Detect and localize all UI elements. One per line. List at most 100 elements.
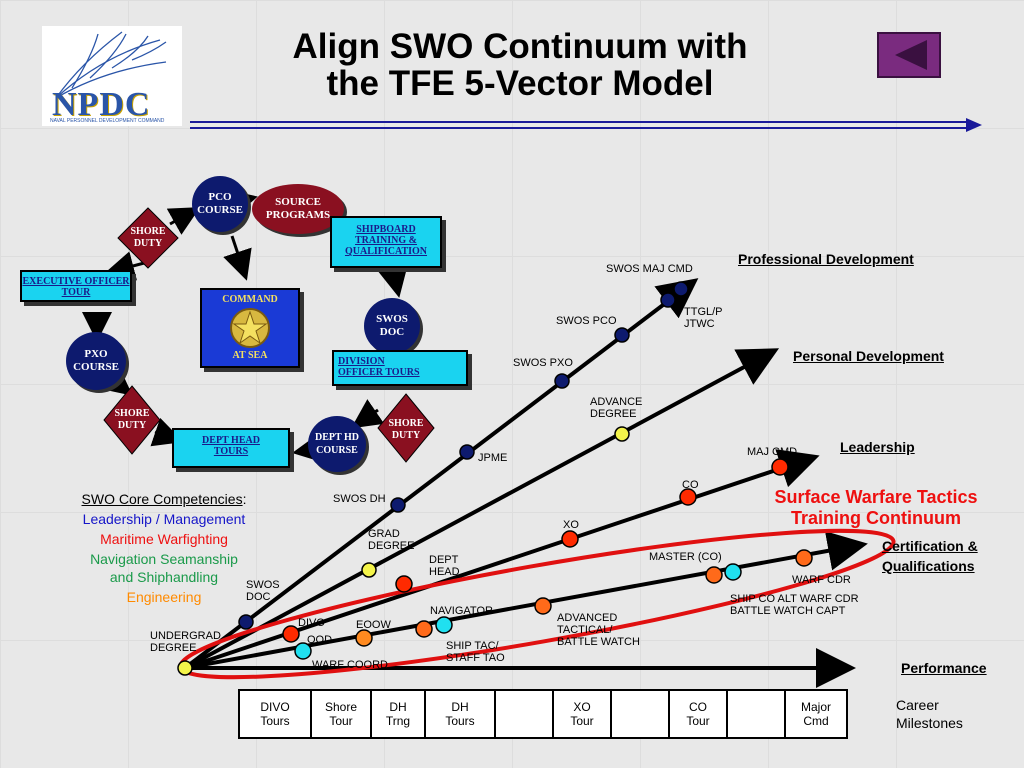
- dept-head-tours-box: DEPT HEAD TOURS: [172, 428, 290, 468]
- label-ttgl: TTGL/P JTWC: [684, 306, 723, 330]
- marker-co: [679, 488, 697, 506]
- label-ship-tac: SHIP TAC/ STAFF TAO: [446, 640, 505, 664]
- label-jpme: JPME: [478, 452, 508, 464]
- competency-leadership: Leadership / Management: [82, 511, 246, 527]
- marker-xo: [561, 530, 579, 548]
- label-divo: DIVO: [298, 617, 325, 629]
- career-milestones-line-1: Career: [896, 697, 939, 713]
- label-master-co: MASTER (CO): [649, 551, 722, 563]
- swos-doc-oval: SWOS DOC: [364, 298, 420, 354]
- milestone-cell: [494, 689, 554, 739]
- npdc-logo: NPDC NAVAL PERSONNEL DEVELOPMENT COMMAND: [42, 26, 182, 126]
- label-swos-pco: SWOS PCO: [556, 315, 617, 327]
- label-maj-cmd: MAJ CMD: [747, 446, 798, 458]
- label-warf-coord: WARF COORD: [312, 659, 388, 671]
- dept-hd-course-oval: DEPT HD COURSE: [308, 416, 366, 472]
- competency-navigation-1: Navigation Seamanship: [90, 551, 238, 567]
- marker-dept-head: [395, 575, 413, 593]
- back-button[interactable]: [877, 32, 941, 78]
- shore-duty-right-label: SHORE DUTY: [388, 418, 424, 441]
- marker-maj-cmd: [771, 458, 789, 476]
- swos-doc-label: SWOS DOC: [376, 313, 408, 338]
- label-xo: XO: [563, 519, 579, 531]
- certification-label-1: Certification &: [882, 538, 978, 554]
- marker-swos-pxo: [554, 373, 570, 389]
- source-programs-oval: SOURCE PROGRAMS: [252, 184, 344, 234]
- label-ship-co: SHIP CO ALT WARF CDR BATTLE WATCH CAPT: [730, 593, 859, 617]
- executive-officer-tour-box: EXECUTIVE OFFICER TOUR: [20, 270, 132, 302]
- marker-warf-coord: [415, 620, 433, 638]
- marker-divo: [282, 625, 300, 643]
- personal-development-label: Personal Development: [793, 348, 944, 364]
- label-undergrad: UNDERGRAD DEGREE: [150, 630, 221, 654]
- shore-duty-top-label: SHORE DUTY: [130, 226, 166, 249]
- logo-subtitle: NAVAL PERSONNEL DEVELOPMENT COMMAND: [50, 118, 165, 124]
- executive-officer-tour-label: EXECUTIVE OFFICER TOUR: [22, 276, 130, 298]
- milestone-cell: [610, 689, 670, 739]
- label-dept-head: DEPT HEAD: [429, 554, 460, 578]
- label-grad-degree: GRAD DEGREE: [368, 528, 415, 552]
- label-advance-degree: ADVANCE DEGREE: [590, 396, 643, 420]
- marker-swos-maj-cmd: [673, 281, 689, 297]
- marker-swos-pco: [614, 327, 630, 343]
- marker-ship-tac: [435, 616, 453, 634]
- milestone-cell: [726, 689, 786, 739]
- pco-course-oval: PCO COURSE: [192, 176, 248, 232]
- certification-label-2: Qualifications: [882, 558, 975, 574]
- label-swos-doc: SWOS DOC: [246, 579, 280, 603]
- division-officer-tours-box: DIVISION OFFICER TOURS: [332, 350, 468, 386]
- label-swos-pxo: SWOS PXO: [513, 357, 573, 369]
- source-programs-label: SOURCE PROGRAMS: [265, 196, 331, 221]
- marker-ship-co: [724, 563, 742, 581]
- navy-star-icon: [230, 308, 270, 348]
- marker-swos-dh: [390, 497, 406, 513]
- shipboard-training-label: SHIPBOARD TRAINING & QUALIFICATION: [344, 224, 428, 257]
- competency-navigation-2: and Shiphandling: [109, 569, 219, 585]
- command-label: COMMAND: [222, 294, 278, 305]
- competencies-heading-text: SWO Core Competencies: [81, 491, 243, 507]
- label-swos-dh: SWOS DH: [333, 493, 386, 505]
- marker-swos-doc: [238, 614, 254, 630]
- title-line-2: the TFE 5-Vector Model: [326, 64, 714, 103]
- shipboard-training-box: SHIPBOARD TRAINING & QUALIFICATION: [330, 216, 442, 268]
- competency-engineering: Engineering: [126, 589, 202, 605]
- pxo-course-label: PXO COURSE: [73, 348, 119, 373]
- marker-ttgl: [660, 292, 676, 308]
- shore-duty-diamond-right: [377, 393, 435, 463]
- label-advanced-tactical: ADVANCED TACTICAL/ BATTLE WATCH: [557, 612, 640, 648]
- dept-head-tours-label: DEPT HEAD TOURS: [202, 435, 260, 457]
- title-line-1: Align SWO Continuum with: [292, 27, 748, 66]
- competencies-heading: SWO Core Competencies:: [50, 491, 278, 507]
- page-title: Align SWO Continuum with the TFE 5-Vecto…: [200, 28, 840, 102]
- continuum-title-line-1: Surface Warfare Tactics: [774, 487, 978, 507]
- logo-text: NPDC: [52, 86, 151, 123]
- division-officer-tours-label: DIVISION OFFICER TOURS: [338, 356, 420, 378]
- marker-undergrad: [177, 660, 193, 676]
- competency-maritime: Maritime Warfighting: [100, 531, 228, 547]
- back-triangle-icon: [895, 40, 927, 70]
- continuum-title: Surface Warfare Tactics Training Continu…: [746, 487, 1006, 529]
- competencies-heading-colon: :: [242, 491, 247, 507]
- performance-label: Performance: [901, 660, 987, 676]
- shore-duty-left-label: SHORE DUTY: [114, 408, 150, 431]
- at-sea-label: AT SEA: [232, 350, 268, 361]
- professional-development-label: Professional Development: [738, 251, 914, 267]
- label-ood: OOD: [307, 634, 333, 646]
- marker-navigator: [534, 597, 552, 615]
- label-co: CO: [682, 479, 699, 491]
- marker-grad-degree: [361, 562, 377, 578]
- marker-master-co: [705, 566, 723, 584]
- marker-eoow: [355, 629, 373, 647]
- marker-warf-cdr: [795, 549, 813, 567]
- career-milestones-line-2: Milestones: [896, 715, 963, 731]
- dept-hd-course-label: DEPT HD COURSE: [315, 432, 359, 456]
- pxo-course-oval: PXO COURSE: [66, 332, 126, 390]
- marker-advance-degree: [614, 426, 630, 442]
- label-navigator: NAVIGATOR: [430, 605, 493, 617]
